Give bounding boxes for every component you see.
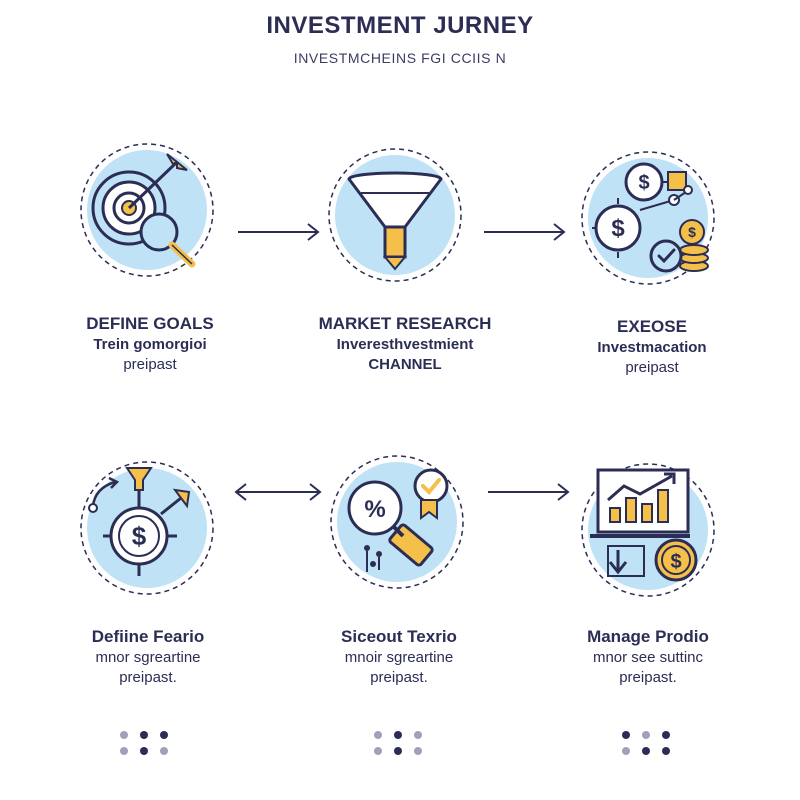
svg-text:$: $	[670, 551, 681, 573]
step-line-1: mnor see suttinc	[592, 649, 704, 667]
svg-text:$: $	[611, 215, 625, 242]
step-title: Defiine Feario	[91, 627, 205, 646]
percent-magnifier-icon: %	[327, 452, 467, 592]
step-title: Manage Prodio	[587, 627, 709, 646]
step-line-1: mnor sgreartine	[95, 649, 201, 667]
svg-text:$: $	[688, 224, 696, 240]
step-title: Siceout Texrio	[341, 627, 457, 646]
svg-text:%: %	[364, 496, 385, 523]
step-line-1: Inverestһvestmient	[336, 336, 474, 354]
page-title: INVESTMENT JURNEY	[266, 12, 534, 39]
right-arrow-icon	[482, 222, 568, 242]
page-subtitle: INVESTMCHEINS FGI CCIIS N	[293, 50, 507, 66]
step-line-2: CHANNEL	[368, 355, 442, 373]
double-arrow-icon	[232, 482, 324, 502]
dot-grid-icon	[118, 728, 178, 758]
step-exeose: EXEOSE Investmacation preipast	[532, 316, 772, 377]
step-siceout-texrio: Siceout Texrio mnoir sgreartine preipast…	[279, 626, 519, 687]
funnel-icon	[325, 145, 465, 285]
svg-text:$: $	[132, 521, 147, 551]
step-line-2: preipast	[625, 358, 679, 376]
step-line-1: Investmacation	[597, 339, 707, 357]
step-line-2: preipast.	[619, 668, 677, 686]
right-arrow-icon	[236, 222, 322, 242]
step-title: EXEOSE	[617, 317, 687, 336]
dot-grid-icon	[372, 728, 432, 758]
step-line-2: preipast	[123, 355, 177, 373]
target-magnifier-icon	[77, 140, 217, 280]
dot-grid-icon	[620, 728, 680, 758]
chart-monitor-coin-icon: $	[578, 460, 718, 600]
step-title: DEFINE GOALS	[86, 314, 214, 333]
step-line-2: preipast.	[370, 668, 428, 686]
dollar-coins-check-icon: $ $ $	[578, 148, 718, 288]
right-arrow-icon	[486, 482, 572, 502]
step-line-1: Trein gomorgioi	[93, 336, 207, 354]
step-manage-prodio: Manage Prodio mnor see suttinc preipast.	[528, 626, 768, 687]
step-market-research: MARKET RESEARCH Inverestһvestmient CHANN…	[285, 313, 525, 374]
step-define-goals: DEFINE GOALS Trein gomorgioi preipast	[30, 313, 270, 374]
step-line-2: preipast.	[119, 668, 177, 686]
step-line-1: mnoir sgreartine	[344, 649, 454, 667]
step-title: MARKET RESEARCH	[318, 314, 492, 333]
svg-text:$: $	[638, 172, 649, 194]
step-defiine-feario: Defiine Feario mnor sgreartine preipast.	[28, 626, 268, 687]
dollar-compass-icon: $	[77, 458, 217, 598]
